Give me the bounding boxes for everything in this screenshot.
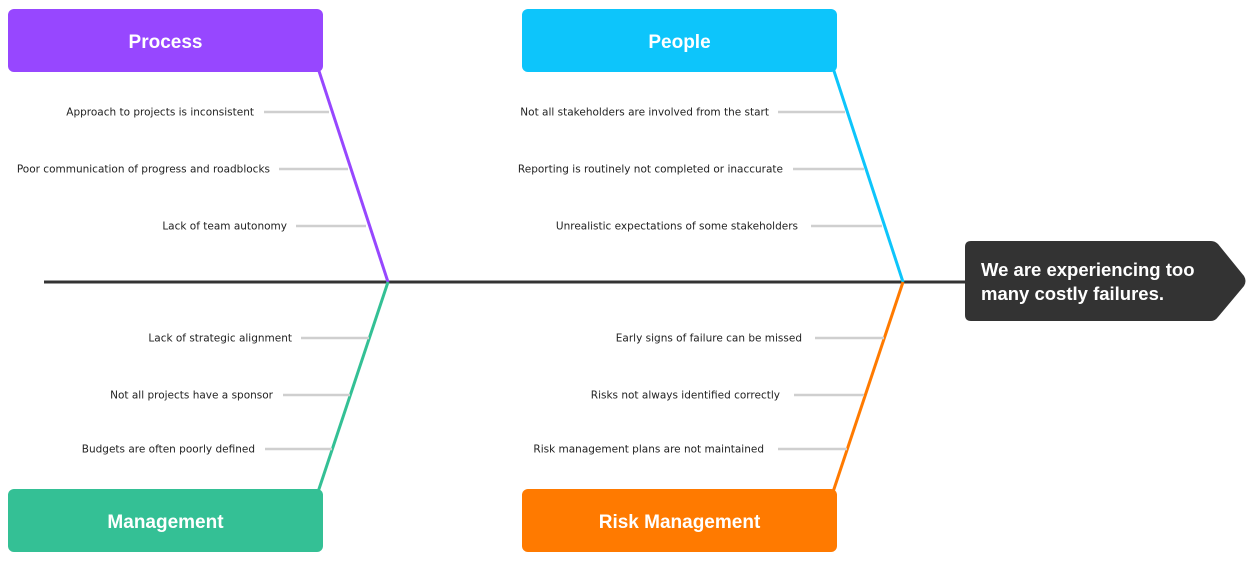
cause-process-2: Poor communication of progress and roadb… <box>17 164 270 176</box>
category-risk-management: Risk Management Early signs of failure c… <box>522 281 905 552</box>
cause-people-2: Reporting is routinely not completed or … <box>518 164 783 176</box>
effect-text: We are experiencing too many costly fail… <box>981 259 1200 304</box>
bone-risk-management <box>831 281 905 493</box>
category-box-risk-management[interactable] <box>522 489 837 552</box>
cause-management-2: Not all projects have a sponsor <box>110 390 274 402</box>
category-label-people: People <box>648 32 710 53</box>
category-label-process: Process <box>129 32 203 53</box>
effect-line-1: We are experiencing too <box>981 259 1195 280</box>
cause-management-1: Lack of strategic alignment <box>148 333 292 345</box>
bone-management <box>316 281 390 493</box>
cause-people-1: Not all stakeholders are involved from t… <box>520 107 769 119</box>
cause-risk-management-2: Risks not always identified correctly <box>591 390 780 402</box>
effect-head: We are experiencing too many costly fail… <box>965 241 1246 321</box>
category-process: Process Approach to projects is inconsis… <box>8 9 390 283</box>
category-management: Management Lack of strategic alignment N… <box>8 281 390 552</box>
cause-risk-management-1: Early signs of failure can be missed <box>616 333 802 345</box>
category-box-people[interactable] <box>522 9 837 72</box>
effect-line-2: many costly failures. <box>981 283 1164 304</box>
cause-people-3: Unrealistic expectations of some stakeho… <box>556 221 798 233</box>
bone-process <box>316 67 390 283</box>
category-box-management[interactable] <box>8 489 323 552</box>
category-label-management: Management <box>107 512 224 533</box>
category-people: People Not all stakeholders are involved… <box>518 9 905 283</box>
cause-risk-management-3: Risk management plans are not maintained <box>533 444 764 456</box>
category-box-process[interactable] <box>8 9 323 72</box>
bone-people <box>831 67 905 283</box>
cause-process-3: Lack of team autonomy <box>162 221 287 233</box>
effect-arrow-box[interactable] <box>965 241 1246 321</box>
category-label-risk-management: Risk Management <box>599 512 761 533</box>
cause-management-3: Budgets are often poorly defined <box>82 444 255 456</box>
cause-process-1: Approach to projects is inconsistent <box>66 107 254 119</box>
